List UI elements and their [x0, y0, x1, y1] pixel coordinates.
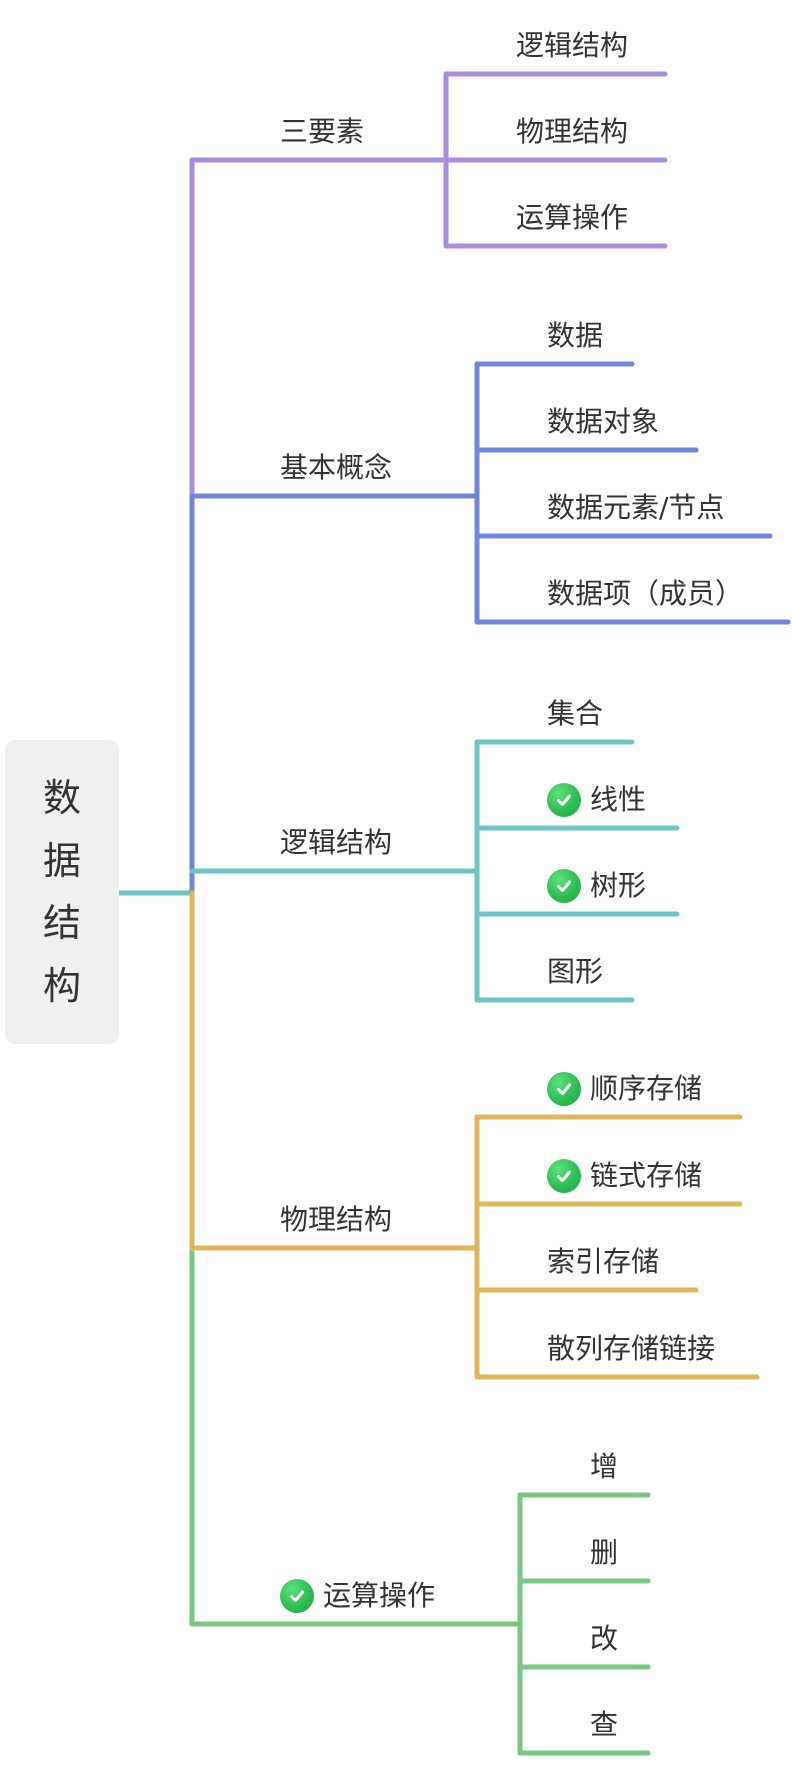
- child-topic[interactable]: 数据对象: [547, 402, 659, 442]
- child-topic-text: 树形: [590, 869, 647, 902]
- child-topic-text: 数据项（成员）: [547, 577, 744, 610]
- child-topic[interactable]: 线性: [547, 780, 646, 820]
- check-icon: [280, 1579, 314, 1613]
- child-topic-text: 图形: [547, 955, 604, 988]
- root-topic[interactable]: 数 据 结 构: [5, 740, 119, 1044]
- branch-topic-text: 逻辑结构: [280, 826, 393, 859]
- branch-topic-text: 物理结构: [280, 1203, 393, 1236]
- branch-topic-text: 运算操作: [323, 1579, 436, 1612]
- child-topic-text: 删: [590, 1536, 619, 1569]
- child-topic[interactable]: 查: [590, 1705, 618, 1745]
- child-topic-text: 顺序存储: [590, 1072, 703, 1105]
- check-icon: [547, 869, 581, 903]
- child-topic[interactable]: 顺序存储: [547, 1069, 702, 1109]
- child-topic[interactable]: 图形: [547, 952, 603, 992]
- child-topic-text: 索引存储: [547, 1245, 660, 1278]
- child-topic-text: 查: [590, 1708, 619, 1741]
- child-topic[interactable]: 散列存储链接: [547, 1329, 715, 1369]
- child-topic-text: 运算操作: [516, 201, 629, 234]
- child-topic[interactable]: 增: [590, 1447, 618, 1487]
- child-topic-text: 数据: [547, 319, 604, 352]
- child-topic[interactable]: 树形: [547, 866, 646, 906]
- root-char: 数: [42, 775, 81, 820]
- branch-topic-text: 三要素: [280, 115, 365, 148]
- root-char: 结: [42, 901, 81, 946]
- child-topic[interactable]: 逻辑结构: [516, 26, 628, 66]
- child-topic[interactable]: 数据项（成员）: [547, 574, 743, 614]
- check-icon: [547, 783, 581, 817]
- child-topic-text: 线性: [590, 783, 647, 816]
- branch-topic[interactable]: 三要素: [280, 112, 364, 152]
- branch-topic[interactable]: 逻辑结构: [280, 823, 392, 863]
- child-topic-text: 散列存储链接: [547, 1332, 716, 1365]
- child-topic-text: 增: [590, 1450, 619, 1483]
- child-topic[interactable]: 数据: [547, 316, 603, 356]
- branch-topic[interactable]: 基本概念: [280, 448, 392, 488]
- child-topic[interactable]: 链式存储: [547, 1156, 702, 1196]
- child-topic-text: 集合: [547, 697, 604, 730]
- child-topic[interactable]: 数据元素/节点: [547, 488, 724, 528]
- root-char: 构: [42, 964, 81, 1009]
- child-topic-text: 数据对象: [547, 405, 660, 438]
- check-icon: [547, 1159, 581, 1193]
- root-char: 据: [42, 838, 81, 883]
- child-topic-text: 链式存储: [590, 1159, 703, 1192]
- child-topic[interactable]: 索引存储: [547, 1242, 659, 1282]
- child-topic[interactable]: 改: [590, 1619, 618, 1659]
- child-topic-text: 物理结构: [516, 115, 629, 148]
- child-topic[interactable]: 物理结构: [516, 112, 628, 152]
- check-icon: [547, 1072, 581, 1106]
- child-topic[interactable]: 集合: [547, 694, 603, 734]
- child-topic-text: 改: [590, 1622, 619, 1655]
- child-topic[interactable]: 删: [590, 1533, 618, 1573]
- branch-topic[interactable]: 运算操作: [280, 1576, 435, 1616]
- branch-topic[interactable]: 物理结构: [280, 1200, 392, 1240]
- child-topic-text: 数据元素/节点: [547, 491, 725, 524]
- branch-topic-text: 基本概念: [280, 451, 393, 484]
- child-topic[interactable]: 运算操作: [516, 198, 628, 238]
- child-topic-text: 逻辑结构: [516, 29, 629, 62]
